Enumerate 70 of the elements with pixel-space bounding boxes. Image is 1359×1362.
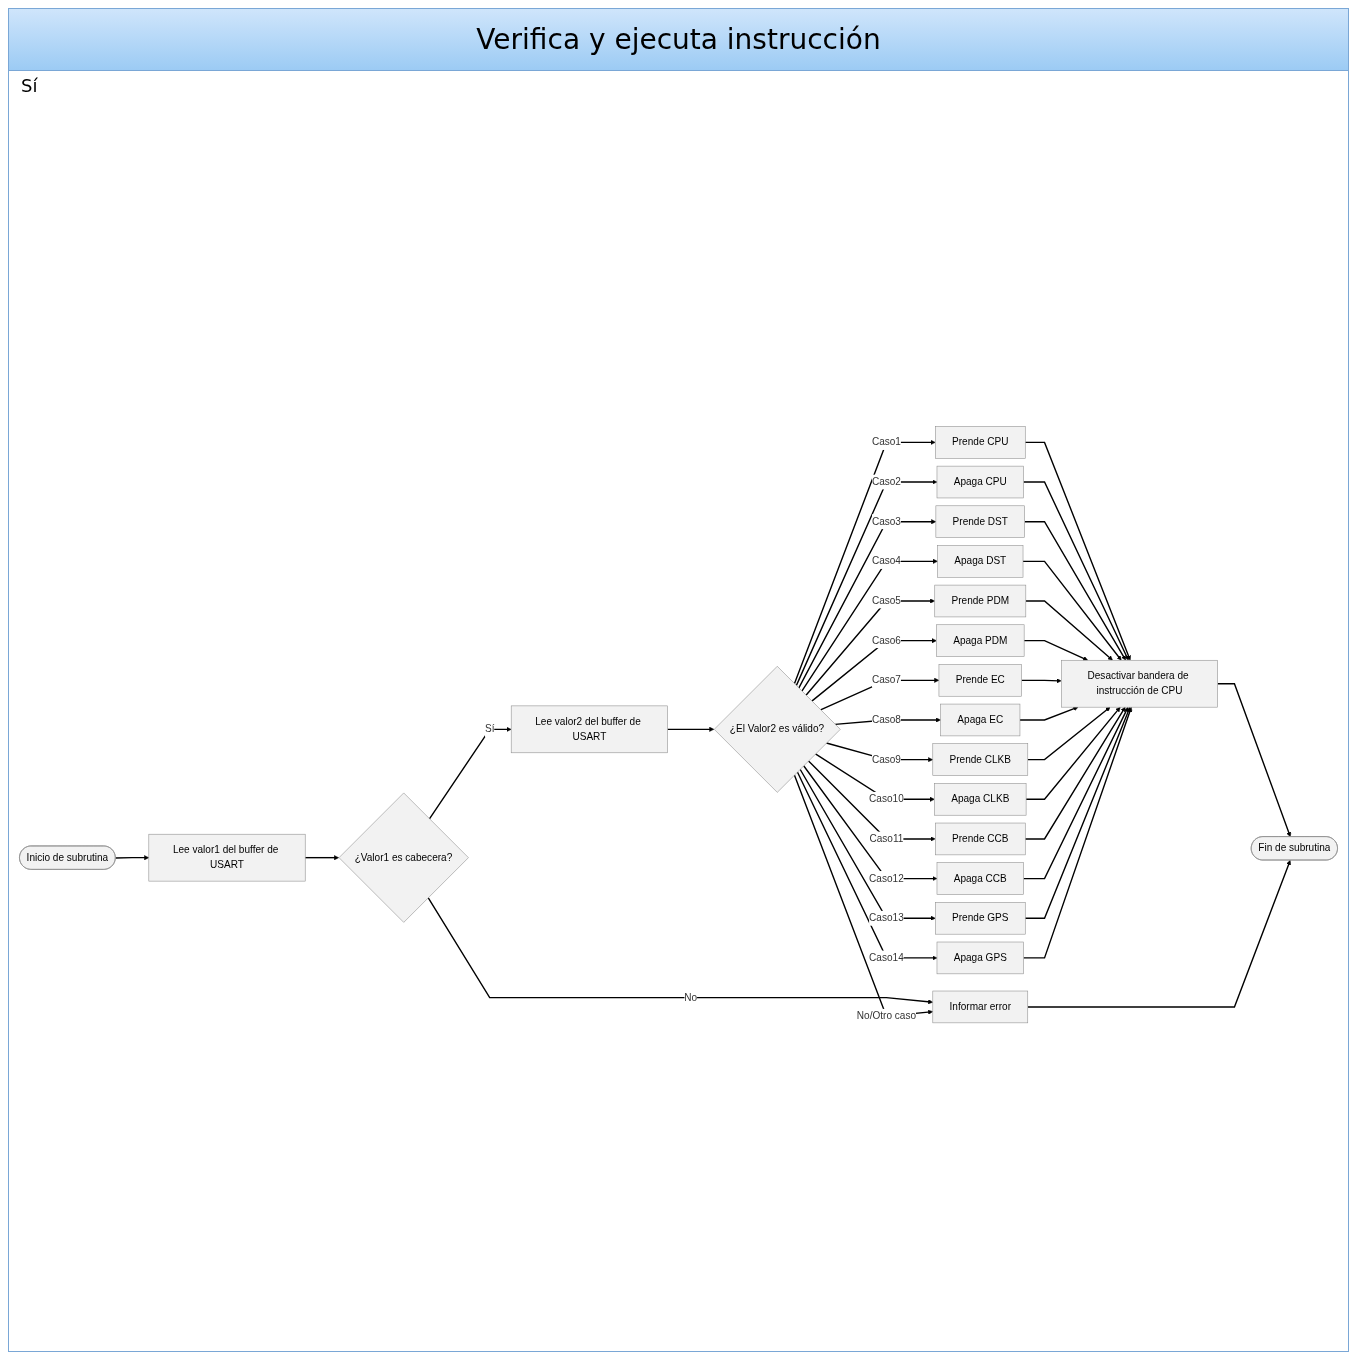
- arrow: [811, 638, 937, 703]
- node-box: Apaga CPU: [936, 466, 1024, 499]
- arrow: [1022, 481, 1129, 661]
- edge-label: Caso11: [869, 833, 904, 845]
- node-box: Apaga EC: [940, 704, 1021, 737]
- arrow: [793, 440, 936, 685]
- edge-label: Caso2: [871, 476, 901, 488]
- edge-label: Sí: [484, 723, 495, 735]
- edge-label: Caso7: [871, 674, 901, 686]
- node-box: Apaga CCB: [936, 862, 1024, 896]
- edge-label: Caso13: [869, 912, 904, 924]
- arrow: [807, 760, 936, 842]
- arrow: [795, 479, 938, 687]
- edge-label: Caso8: [871, 714, 901, 726]
- arrow: [799, 768, 936, 922]
- node-box: Lee valor1 del buffer de USART: [148, 834, 306, 882]
- node-box: Prende CCB: [935, 823, 1026, 856]
- arrow: [796, 771, 938, 961]
- edge-label: Caso6: [871, 635, 901, 647]
- arrow: [1022, 561, 1122, 661]
- arrow: [1217, 683, 1292, 838]
- diagram-title: Verifica y ejecuta instrucción: [9, 9, 1348, 71]
- edge-label: Caso3: [871, 516, 901, 528]
- node-diamond: ¿El Valor2 es válido?: [713, 666, 841, 793]
- edge-label: Caso9: [871, 754, 901, 766]
- node-box: Prende PDM: [934, 585, 1027, 618]
- arrow: [802, 765, 938, 882]
- edge-label: Caso12: [869, 873, 904, 885]
- arrow: [1025, 707, 1121, 801]
- edge-label: Caso4: [871, 555, 901, 568]
- arrow: [1024, 707, 1131, 920]
- node-box: Prende EC: [938, 664, 1022, 697]
- node-box: Desactivar bandera de instrucción de CPU: [1061, 660, 1218, 708]
- arrow: [1022, 707, 1133, 959]
- arrow: [1024, 442, 1131, 661]
- arrow: [805, 598, 935, 697]
- arrow: [1027, 707, 1111, 761]
- edge-label: Caso14: [869, 952, 904, 964]
- node-box: Apaga CLKB: [934, 783, 1027, 816]
- arrow: [1027, 860, 1291, 1008]
- arrow: [1025, 600, 1113, 661]
- edge-label: Caso10: [869, 793, 904, 805]
- node-box: Lee valor2 del buffer de USART: [510, 705, 668, 754]
- node-box: Prende DST: [935, 505, 1025, 539]
- arrow: [114, 855, 150, 861]
- arrow: [427, 897, 933, 1005]
- node-box: Prende CPU: [935, 426, 1026, 459]
- node-box: Informar error: [932, 991, 1029, 1024]
- node-box: Apaga DST: [937, 545, 1024, 578]
- arrow: [1022, 707, 1129, 880]
- arrow: [798, 519, 937, 690]
- arrow: [666, 727, 715, 733]
- node-box: Prende GPS: [935, 902, 1026, 935]
- arrow: [1023, 640, 1088, 661]
- node-diamond: ¿Valor1 es cabecera?: [338, 793, 469, 923]
- edge-label: No/Otro caso: [856, 1010, 917, 1022]
- node-box: Apaga PDM: [936, 624, 1025, 658]
- arrow: [801, 559, 938, 693]
- arrow: [304, 855, 339, 861]
- note-label: Sí: [21, 75, 38, 96]
- arrow: [1019, 706, 1079, 722]
- arrow: [1024, 521, 1126, 661]
- node-box: Apaga GPS: [936, 942, 1024, 975]
- arrow: [428, 727, 512, 820]
- edge-label: Caso1: [871, 436, 901, 449]
- arrow: [1020, 678, 1062, 684]
- edge-label: No: [684, 992, 698, 1004]
- edge-label: Caso5: [871, 595, 901, 607]
- node-box: Prende CLKB: [932, 743, 1029, 777]
- arrow: [1024, 707, 1126, 840]
